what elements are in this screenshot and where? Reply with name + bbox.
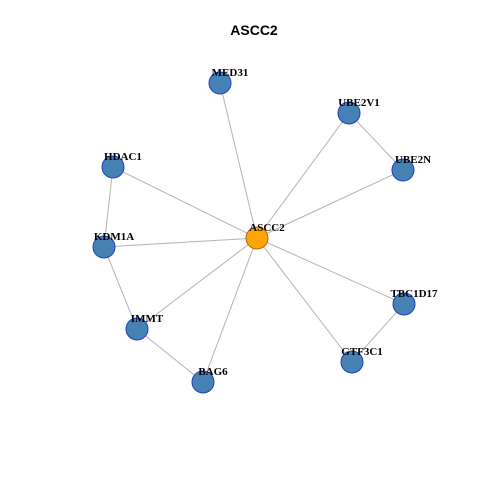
node-med31: MED31	[208, 67, 249, 95]
edge-hdac1-kdm1a	[103, 166, 114, 248]
node-circle-kdm1a	[92, 235, 116, 259]
edge-immt-bag6	[136, 328, 204, 383]
edge-kdm1a-immt	[103, 246, 138, 330]
node-bag6: BAG6	[191, 366, 228, 394]
node-label-ube2n: UBE2N	[395, 154, 431, 166]
node-circle-immt	[125, 317, 149, 341]
node-label-ube2v1: UBE2V1	[338, 97, 380, 109]
node-label-gtf3c1: GTF3C1	[341, 346, 383, 358]
edge-ascc2-immt	[136, 237, 258, 330]
node-label-hdac1: HDAC1	[104, 151, 142, 163]
edge-ascc2-ube2v1	[256, 112, 350, 239]
node-immt: IMMT	[125, 313, 164, 341]
node-label-bag6: BAG6	[198, 366, 228, 378]
edge-ascc2-gtf3c1	[256, 237, 353, 363]
edge-ascc2-hdac1	[112, 166, 258, 239]
node-ascc2: ASCC2	[245, 222, 285, 250]
edge-ascc2-tbc1d17	[256, 237, 405, 305]
node-label-tbc1d17: TBC1D17	[390, 288, 438, 300]
node-circle-ube2n	[391, 158, 415, 182]
node-ube2v1: UBE2V1	[337, 97, 380, 125]
node-gtf3c1: GTF3C1	[340, 346, 383, 374]
node-label-immt: IMMT	[131, 313, 164, 325]
edge-ascc2-med31	[219, 82, 258, 239]
node-circle-hdac1	[101, 155, 125, 179]
node-ube2n: UBE2N	[391, 154, 431, 182]
diagram-title: ASCC2	[230, 22, 278, 38]
node-circle-gtf3c1	[340, 350, 364, 374]
node-tbc1d17: TBC1D17	[390, 288, 438, 316]
edges-layer	[103, 82, 405, 383]
edge-ube2v1-ube2n	[348, 112, 404, 171]
node-label-ascc2: ASCC2	[249, 222, 285, 234]
edge-ascc2-ube2n	[256, 169, 404, 239]
node-label-med31: MED31	[212, 67, 249, 79]
edge-ascc2-bag6	[202, 237, 258, 383]
node-circle-tbc1d17	[392, 292, 416, 316]
edge-ascc2-kdm1a	[103, 237, 258, 248]
node-circle-bag6	[191, 370, 215, 394]
node-kdm1a: KDM1A	[92, 231, 134, 259]
node-hdac1: HDAC1	[101, 151, 142, 179]
node-circle-med31	[208, 71, 232, 95]
node-circle-ascc2	[245, 226, 269, 250]
node-circle-ube2v1	[337, 101, 361, 125]
edge-gtf3c1-tbc1d17	[351, 303, 405, 363]
node-label-kdm1a: KDM1A	[94, 231, 134, 243]
